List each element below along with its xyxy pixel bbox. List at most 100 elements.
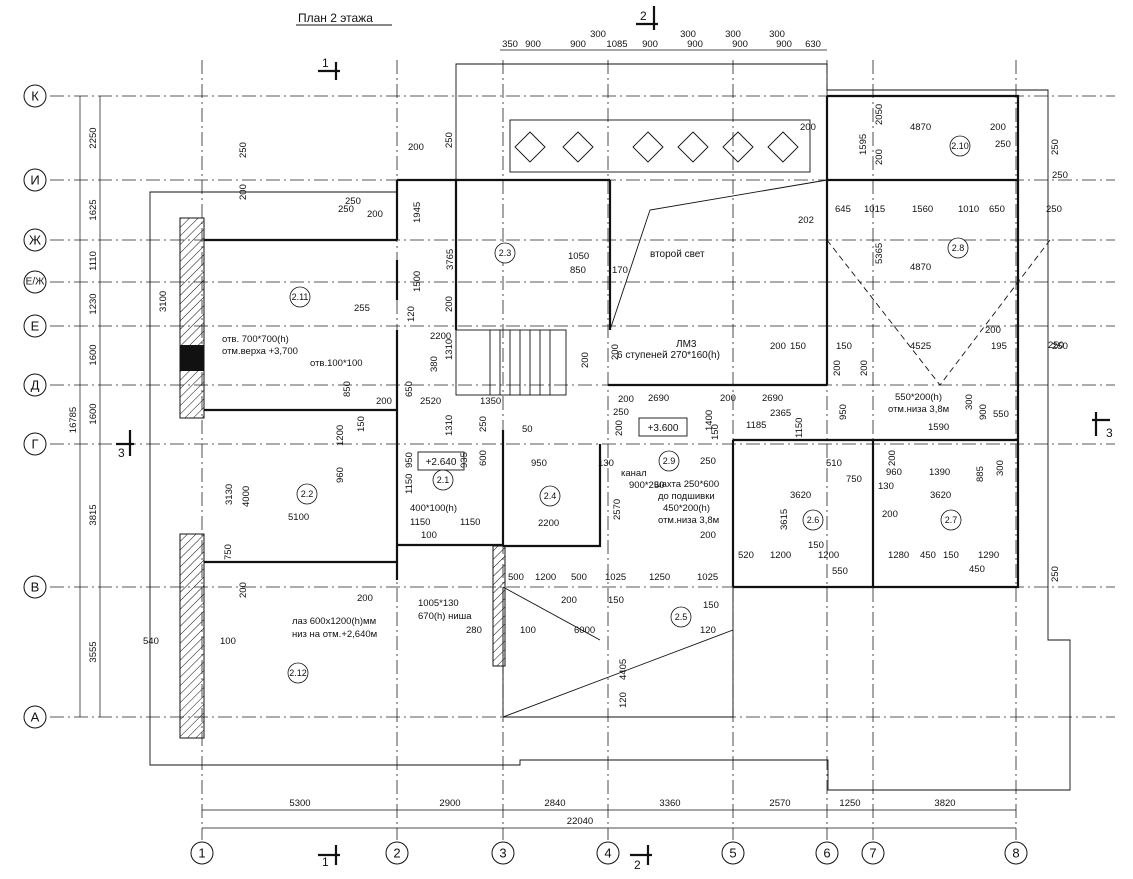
axis-label: 4 (604, 846, 611, 861)
dim: 2200 (430, 331, 451, 342)
dim: 750 (223, 544, 234, 560)
dim: 200 (832, 360, 843, 376)
dim: 850 (342, 381, 353, 397)
dim: 540 (143, 636, 159, 647)
axis-bubble (861, 841, 885, 865)
dim: 1390 (929, 467, 950, 478)
second-light-label: второй свет (650, 249, 705, 260)
room-circle (670, 606, 692, 628)
section-arrow (1092, 412, 1110, 436)
room-markers: 2.1 2.2 2.3 2.4 2.5 2.6 2.7 2.8 2.9 2.10… (287, 135, 971, 684)
dim: 1200 (818, 550, 839, 561)
dim: 1185 (746, 420, 766, 431)
horizontal-axis-labels: К И Ж Е/Ж Е Д Г В А (23, 84, 47, 729)
room-circle (539, 485, 561, 507)
dim: 1050 (568, 251, 589, 262)
dim: 1590 (928, 422, 949, 433)
skylight (562, 131, 594, 163)
dim-text: 300 (590, 29, 606, 40)
dim: 200 (367, 209, 383, 220)
room-circle (949, 135, 971, 157)
axis-label: Д (31, 378, 40, 393)
staircase (455, 329, 567, 396)
dim: 1200 (335, 425, 346, 446)
skylight (632, 131, 664, 163)
balcony-diagonal (502, 586, 601, 641)
wall (731, 438, 1018, 587)
skylight (514, 131, 546, 163)
dim-text: 900 (570, 39, 586, 50)
room-circle (802, 509, 824, 531)
dim: 100 (520, 625, 536, 636)
dim: 960 (335, 467, 346, 483)
axis-label: А (31, 710, 40, 725)
dim: 1350 (480, 396, 501, 407)
level-box (638, 417, 688, 437)
dim: 120 (700, 625, 716, 636)
axis-bubble (815, 841, 839, 865)
dim: 3100 (158, 291, 169, 312)
room-circle (494, 242, 516, 264)
dim: 1250 (649, 572, 670, 583)
dim: 1500 (412, 271, 423, 292)
dim: 1290 (978, 550, 999, 561)
dim: 3765 (445, 249, 456, 270)
dim: 250 (1050, 139, 1061, 155)
level-mark: +2.640 (426, 457, 457, 468)
dim: 300 (964, 394, 975, 410)
dim: 3620 (790, 490, 811, 501)
dim: 950 (838, 404, 849, 420)
room-number: 2.1 (437, 475, 450, 485)
roof-lines (826, 239, 1051, 386)
dim: 100 (220, 636, 236, 647)
section-arrow (630, 845, 652, 865)
axis-label: 2 (393, 846, 400, 861)
dim-text: 5300 (289, 798, 310, 809)
wall (397, 178, 612, 330)
dim: 100 (421, 530, 437, 541)
dim: 2200 (538, 518, 559, 529)
section-mark-3-right: 3 (1106, 426, 1113, 440)
dim-text: 3555 (88, 641, 99, 662)
section-mark-2-bottom: 2 (634, 858, 641, 872)
dim: 200 (770, 341, 786, 352)
dim: 150 (356, 416, 367, 432)
axis-label: Г (31, 437, 38, 452)
stair-treads (489, 330, 551, 395)
stair-box (455, 329, 567, 396)
window-label: отм.низа 3,8м (888, 404, 949, 415)
hole-label: 400*100(h) (410, 503, 457, 514)
dim: 150 (808, 540, 824, 551)
section-mark-1: 1 (322, 56, 329, 70)
channel-label: канал (621, 468, 647, 479)
dim: 1150 (404, 474, 415, 494)
interior-dimensions: 200 250 200 250 200 1945 3765 250 1500 3… (143, 104, 1068, 708)
dim: 550 (832, 566, 848, 577)
dim: 120 (406, 306, 417, 322)
dim: 750 (846, 474, 862, 485)
dim: 200 (561, 595, 577, 606)
opening-label: отв.100*100 (310, 358, 363, 369)
axis-bubble (385, 841, 409, 865)
skylight (767, 131, 799, 163)
room-number: 2.2 (301, 489, 314, 499)
window-label: 550*200(h) (895, 392, 942, 403)
dim: 510 (826, 458, 842, 469)
dim: 520 (738, 550, 754, 561)
room-circle (296, 483, 318, 505)
wall (827, 94, 1020, 440)
dim-text: 3820 (934, 798, 955, 809)
axis-label: Е/Ж (26, 277, 45, 288)
dim-text: 300 (769, 29, 785, 40)
dim: 3615 (779, 509, 790, 530)
dim: 4525 (910, 341, 931, 352)
dim: 255 (354, 303, 370, 314)
level-mark: +3.600 (648, 423, 679, 434)
vertical-axis-labels: 1 2 3 4 5 6 7 8 (190, 841, 1028, 865)
dim: 200 (444, 296, 455, 312)
dim: 500 (571, 572, 587, 583)
bottom-dimension-chain: 5300 2900 2840 3360 2570 1250 3820 22040 (202, 798, 1016, 829)
axis-bubble (23, 373, 47, 397)
axis-bubble (596, 841, 620, 865)
dim-text: 300 (725, 29, 741, 40)
